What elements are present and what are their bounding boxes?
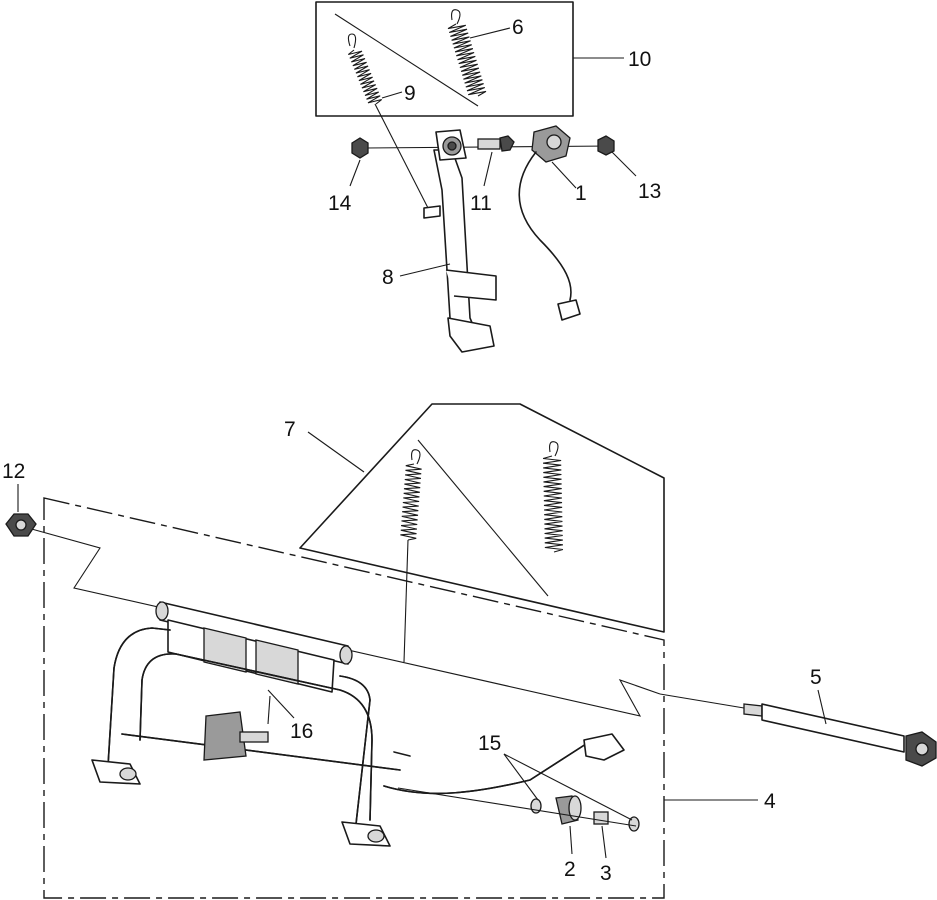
callout-3: 3: [600, 862, 612, 885]
callout-13: 13: [638, 180, 661, 203]
callout-12: 12: [2, 460, 25, 483]
callout-7: 7: [284, 418, 296, 441]
washer-15-right: [628, 816, 640, 832]
main-stand-box-4: [43, 497, 665, 899]
spring-7-left: [400, 449, 422, 663]
callout-2: 2: [564, 858, 576, 881]
spring-7-right: [542, 441, 564, 553]
nut-14: [351, 137, 369, 159]
callout-4: 4: [764, 790, 776, 813]
callout-8: 8: [382, 266, 394, 289]
spring-kit-box-7: [299, 403, 665, 633]
bolt-13: [597, 135, 615, 156]
collar-3: [593, 811, 609, 825]
nut-12: [5, 513, 37, 537]
callouts: 1 2 3 4 5 6 7 8 9 10 11 12 13 14 15 16: [2, 16, 822, 885]
spring-kit-box-10: [315, 1, 574, 117]
callout-5: 5: [810, 666, 822, 689]
callout-15: 15: [478, 732, 501, 755]
callout-11: 11: [470, 192, 492, 215]
side-stand-8: [423, 129, 497, 353]
stand-switch-1: [518, 125, 581, 321]
main-stand-frame: [91, 601, 625, 847]
bolt-11: [477, 135, 515, 152]
pivot-bolt-5: [743, 703, 937, 767]
callout-10: 10: [628, 48, 651, 71]
spring-9: [347, 33, 429, 209]
main-stand-assembly: [5, 403, 937, 899]
callout-6: 6: [512, 16, 524, 39]
callout-16: 16: [290, 720, 313, 743]
callout-14: 14: [328, 192, 352, 215]
spring-6: [447, 9, 487, 97]
bush-2: [555, 795, 582, 825]
callout-1: 1: [575, 182, 587, 205]
side-stand-assembly: [315, 1, 637, 353]
callout-9: 9: [404, 82, 416, 105]
